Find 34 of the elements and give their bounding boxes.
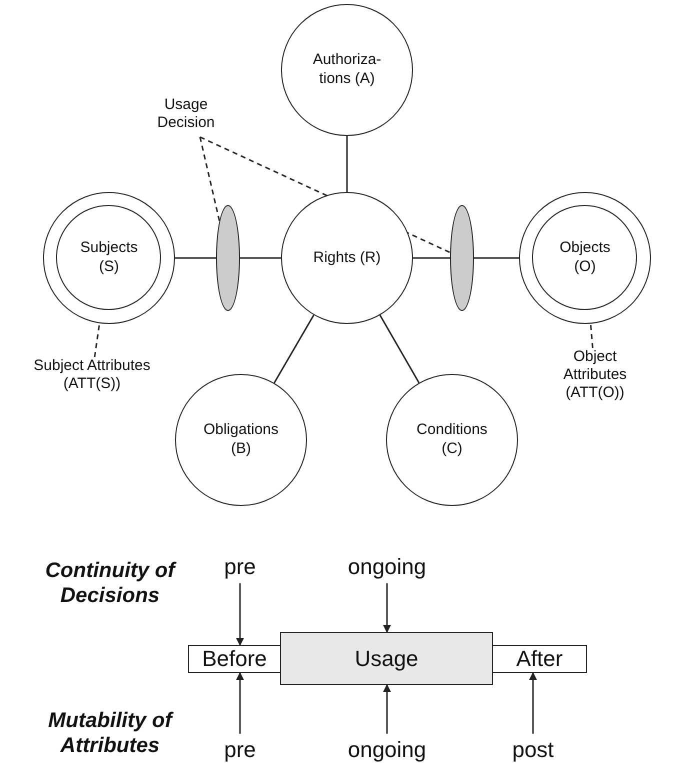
connector-line [346, 136, 348, 192]
phase-label: ongoing [348, 736, 426, 763]
connector-line [413, 257, 450, 259]
row-heading: Continuity of Decisions [15, 558, 205, 608]
leader-line [199, 136, 220, 222]
leader-line [590, 324, 594, 348]
connector-line [175, 257, 216, 259]
phase-label: post [512, 736, 554, 763]
node-label: Authoriza- tions (A) [312, 51, 382, 89]
callout-label: Usage Decision [141, 96, 231, 132]
arrow [236, 583, 244, 646]
phase-bar: Before [188, 645, 281, 673]
phase-bar: Usage [280, 632, 493, 685]
attribute-label: Subject Attributes (ATT(S)) [17, 357, 167, 393]
node-label: Rights (R) [312, 248, 382, 268]
arrow [383, 684, 391, 734]
node-label: Objects (O) [558, 239, 612, 277]
arrow [383, 583, 391, 633]
connector-line [379, 314, 420, 384]
phase-label: ongoing [348, 554, 426, 580]
arrow [236, 672, 244, 734]
leader-line [94, 323, 100, 358]
node-label: Conditions (C) [416, 421, 488, 459]
connector-line [474, 257, 519, 259]
attribute-label: Object Attributes (ATT(O)) [550, 348, 640, 402]
arrow [529, 672, 537, 734]
phase-bar: After [492, 645, 587, 673]
node-label: Obligations (B) [202, 421, 280, 459]
connector-line [240, 257, 281, 259]
phase-label: pre [224, 554, 256, 580]
row-heading: Mutability of Attributes [15, 708, 205, 758]
connector-line [274, 314, 314, 384]
node-label: Subjects (S) [79, 239, 139, 277]
phase-label: pre [224, 736, 256, 763]
